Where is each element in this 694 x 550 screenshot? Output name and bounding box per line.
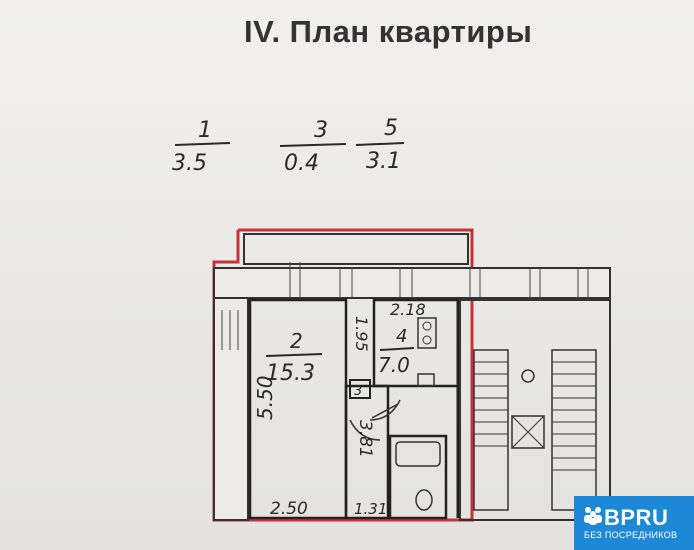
legend-item-3: 3 0.4 (279, 118, 347, 176)
bathroom (388, 434, 448, 520)
room-4-area: 7.0 (378, 353, 410, 377)
dim-bath-width: 1.31 (354, 500, 387, 518)
dim-room-length: 5.50 (253, 375, 277, 420)
room-3-number: 3 (354, 384, 362, 399)
dim-room-width: 2.50 (270, 499, 308, 519)
legend-area-5: 3.1 (366, 149, 401, 174)
watermark-tagline: БЕЗ ПОСРЕДНИКОВ (584, 530, 678, 540)
watermark-brand: BPRU (604, 505, 669, 530)
hallway (344, 384, 390, 520)
stove-icon (417, 317, 437, 349)
elevator-shaft (511, 415, 545, 449)
legend-num-3: 3 (314, 118, 328, 143)
dim-hall-length: 3.81 (355, 420, 375, 458)
room-2-number: 2 (290, 329, 303, 353)
legend-num-5: 5 (384, 116, 398, 141)
room-2-label: 2 15.3 (265, 329, 323, 386)
legend-area-3: 0.4 (284, 151, 319, 176)
legend-num-1: 1 (198, 118, 212, 143)
room-4-label: 4 7.0 (378, 326, 415, 377)
room-2-area: 15.3 (266, 361, 315, 386)
legend-item-5: 5 3.1 (355, 116, 405, 174)
bathtub-icon (395, 441, 441, 467)
legend-item-1: 1 3.5 (172, 118, 231, 176)
legend-area-1: 3.5 (172, 151, 207, 176)
watermark-logo: BPRU БЕЗ ПОСРЕДНИКОВ (574, 496, 694, 550)
room-4-number: 4 (396, 326, 407, 347)
balcony (243, 233, 469, 265)
page-title: IV. План квартиры (244, 14, 533, 49)
dim-kitchen-width: 2.18 (390, 300, 426, 319)
left-wall (213, 297, 249, 521)
room-3-closet (349, 379, 371, 399)
sink-icon (417, 373, 435, 387)
stairwell (459, 299, 611, 521)
dim-kitchen-depth: 1.95 (352, 316, 371, 352)
people-icon (584, 507, 602, 525)
toilet-icon (415, 489, 433, 511)
